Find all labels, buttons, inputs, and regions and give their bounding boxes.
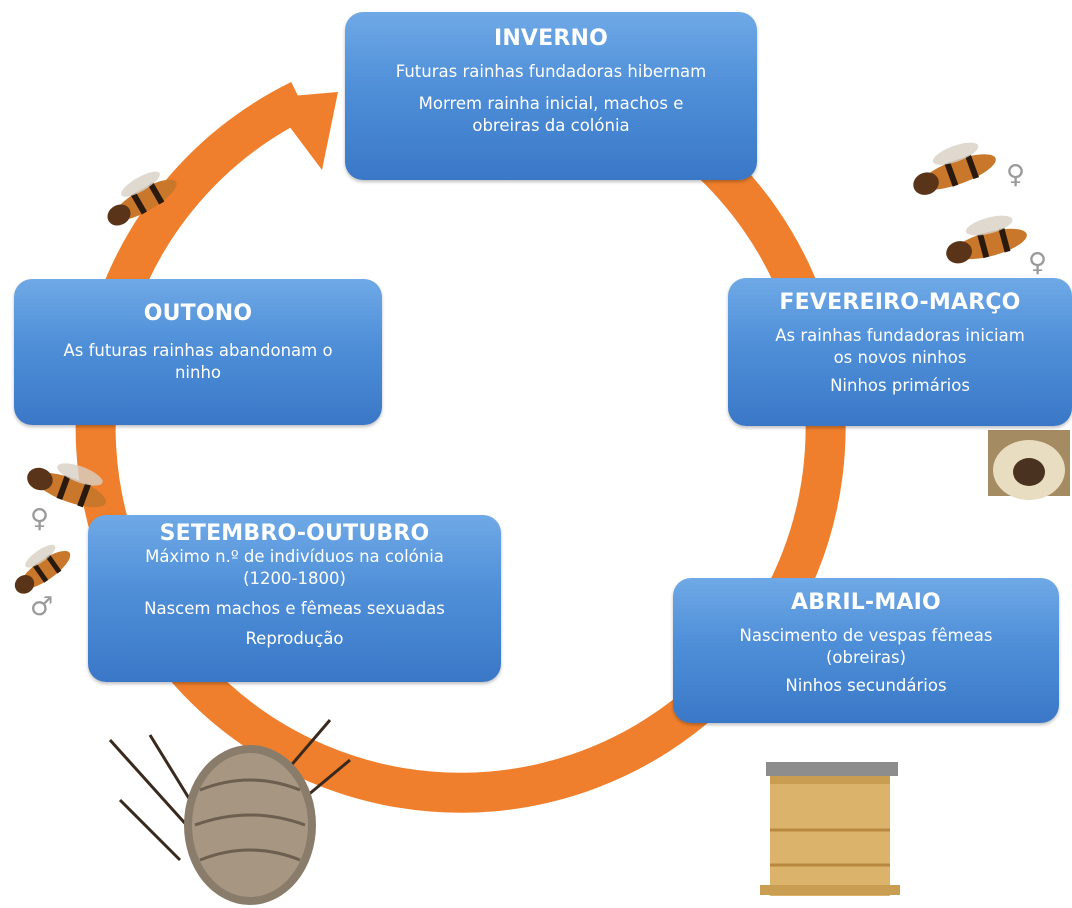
female-symbol: ♀ [1028, 248, 1048, 278]
stage-text: Morrem rainha inicial, machos e [418, 94, 684, 113]
beehive-image [760, 762, 900, 896]
stage-title: ABRIL-MAIO [791, 590, 941, 615]
stage-text: ninho [174, 363, 222, 382]
hornet-icon [14, 544, 71, 594]
stage-outono: OUTONO As futuras rainhas abandonam o ni… [14, 279, 382, 425]
stage-text: Máximo n.º de indivíduos na colónia [145, 547, 444, 566]
stage-inverno: INVERNO Futuras rainhas fundadoras hiber… [345, 12, 757, 180]
hornet-icon [946, 215, 1027, 264]
stage-title: SETEMBRO-OUTUBRO [159, 521, 430, 546]
male-symbol: ♂ [30, 592, 54, 622]
hornet-icon [27, 463, 106, 508]
stage-text: obreiras da colónia [472, 116, 630, 135]
stage-title: INVERNO [493, 26, 609, 51]
female-symbol: ♀ [30, 504, 50, 534]
stage-text: os novos ninhos [833, 348, 967, 367]
stage-setembro-outubro: SETEMBRO-OUTUBRO Máximo n.º de indivíduo… [88, 515, 501, 682]
stage-title: OUTONO [143, 301, 253, 326]
stage-title: FEVEREIRO-MARÇO [779, 290, 1021, 315]
stage-abril-maio: ABRIL-MAIO Nascimento de vespas fêmeas (… [673, 578, 1059, 723]
cycle-arrowhead [268, 92, 338, 170]
stage-text: Reprodução [245, 629, 344, 648]
stage-text: Ninhos primários [830, 376, 970, 395]
stage-text: Ninhos secundários [785, 676, 947, 695]
hornet-icon [913, 142, 996, 195]
primary-nest-image [988, 430, 1070, 500]
stage-text: Futuras rainhas fundadoras hibernam [395, 62, 707, 81]
stage-text: (1200-1800) [243, 569, 346, 588]
stage-text: As rainhas fundadoras iniciam [775, 326, 1025, 345]
stage-fevereiro-marco: FEVEREIRO-MARÇO As rainhas fundadoras in… [728, 278, 1072, 426]
stage-text: Nascimento de vespas fêmeas [739, 626, 993, 645]
secondary-nest-image [108, 719, 351, 905]
stage-text: As futuras rainhas abandonam o [63, 341, 333, 360]
hornet-icon [107, 171, 177, 226]
stage-text: Nascem machos e fêmeas sexuadas [144, 599, 445, 618]
female-symbol: ♀ [1006, 160, 1026, 190]
stage-text: (obreiras) [825, 648, 907, 667]
